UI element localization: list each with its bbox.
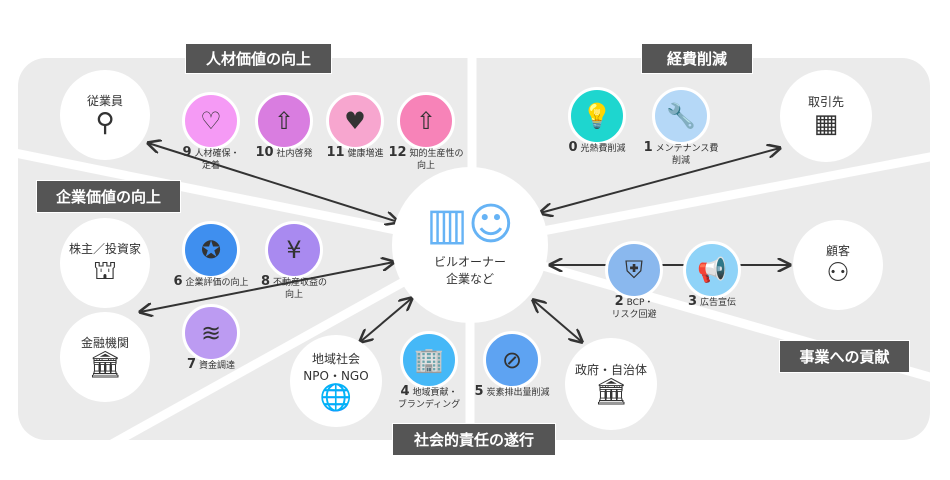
item-number: 12 — [388, 145, 407, 160]
bank-icon: 🏛 — [88, 350, 122, 381]
lightbulb-icon: 💡 — [568, 87, 626, 145]
center-building-owner: ▥☺ ビルオーナー 企業など — [392, 167, 548, 323]
podium-person-icon: ⛫ — [93, 256, 117, 287]
item-label: 知的生産性の — [409, 149, 464, 159]
award-icon: ✪ — [182, 221, 240, 279]
item-label: 広告宣伝 — [700, 298, 737, 308]
building-yen-icon: ¥ — [265, 221, 323, 279]
globe-hand-icon: 🌐 — [319, 382, 353, 413]
category-human-value: 人材価値の向上 — [185, 43, 332, 74]
item-label-line2: リスク回避 — [611, 309, 657, 320]
item-number: 9 — [182, 145, 192, 160]
item-label: 健康増進 — [347, 149, 384, 159]
npo-ngo-label: NPO・NGO — [303, 368, 369, 383]
two-people-icon: ⚇ — [826, 258, 850, 289]
people-up-icon: ⇧ — [255, 92, 313, 150]
item-label: 不動産収益の — [273, 278, 328, 288]
heart-icon: ♥ — [326, 92, 384, 150]
item-label: 社内啓発 — [276, 149, 313, 159]
item-label: 地域貢献・ — [412, 388, 458, 398]
stakeholder-partner: 取引先▦ — [780, 70, 872, 162]
bank-label: 金融機関 — [80, 336, 129, 351]
employee-label: 従業員 — [86, 94, 123, 109]
item-number: 1 — [643, 140, 653, 155]
item-number: 0 — [568, 140, 578, 155]
building-owner-icon: ▥☺ — [426, 199, 514, 250]
category-social-responsibility: 社会的責任の遂行 — [392, 423, 556, 456]
megaphone-icon: 📢 — [683, 241, 741, 299]
head-up-icon: ⇧ — [397, 92, 455, 150]
item-label-line2: 向上 — [416, 160, 435, 171]
item-number: 8 — [260, 274, 271, 289]
office-building-icon: ▦ — [813, 109, 839, 140]
category-business-contribution: 事業への貢献 — [779, 340, 910, 373]
stakeholder-customer: 顧客⚇ — [793, 220, 883, 310]
item-number: 4 — [400, 384, 410, 399]
item-label: 炭素排出量削減 — [486, 388, 550, 398]
item-label: メンテナンス費 — [655, 144, 719, 154]
category-cost-reduction: 経費削減 — [641, 43, 753, 74]
stakeholder-government: 政府・自治体🏛 — [565, 338, 657, 430]
item-number: 3 — [687, 294, 698, 309]
community-label: 地域社会 — [311, 351, 360, 366]
item-number: 10 — [255, 145, 274, 160]
item-label-line2: 削減 — [671, 155, 690, 166]
item-label-line2: 定着 — [201, 160, 220, 171]
government-building-icon: 🏛 — [594, 377, 628, 408]
item-label: 資金調達 — [199, 361, 236, 371]
partner-label: 取引先 — [807, 95, 844, 110]
item-number: 5 — [474, 384, 484, 399]
people-heart-icon: ♡ — [182, 92, 240, 150]
wrench-icon: 🔧 — [652, 87, 710, 145]
government-label: 政府・自治体 — [574, 363, 647, 378]
center-label-1: ビルオーナー — [433, 255, 506, 269]
center-label-2: 企業など — [445, 272, 494, 286]
item-label: BCP・ — [626, 298, 654, 308]
item-number: 6 — [173, 274, 183, 289]
shield-icon: ⛨ — [605, 241, 663, 299]
person-icon: ⚲ — [95, 108, 115, 139]
town-icon: 🏢 — [400, 331, 458, 389]
stakeholder-shareholder: 株主／投資家⛫ — [60, 218, 150, 308]
stakeholder-employee: 従業員⚲ — [60, 70, 150, 160]
item-label: 企業評価の向上 — [185, 278, 249, 288]
no-co2-cloud-icon: ⊘ — [483, 331, 541, 389]
category-corporate-value: 企業価値の向上 — [36, 180, 181, 213]
money-stack-icon: ≋ — [182, 304, 240, 362]
item-number: 7 — [186, 357, 197, 372]
customer-label: 顧客 — [825, 244, 850, 259]
item-label: 光熱費削減 — [580, 144, 626, 154]
item-number: 2 — [614, 294, 624, 309]
item-label-line2: 向上 — [284, 289, 303, 300]
shareholder-label: 株主／投資家 — [68, 242, 141, 257]
item-number: 11 — [326, 145, 345, 160]
item-label: 人材確保・ — [194, 149, 240, 159]
stakeholder-community: 地域社会 NPO・NGO🌐 — [290, 335, 382, 427]
arrows — [140, 143, 790, 342]
stakeholder-bank: 金融機関🏛 — [60, 312, 150, 402]
item-label-line2: ブランディング — [397, 399, 461, 410]
